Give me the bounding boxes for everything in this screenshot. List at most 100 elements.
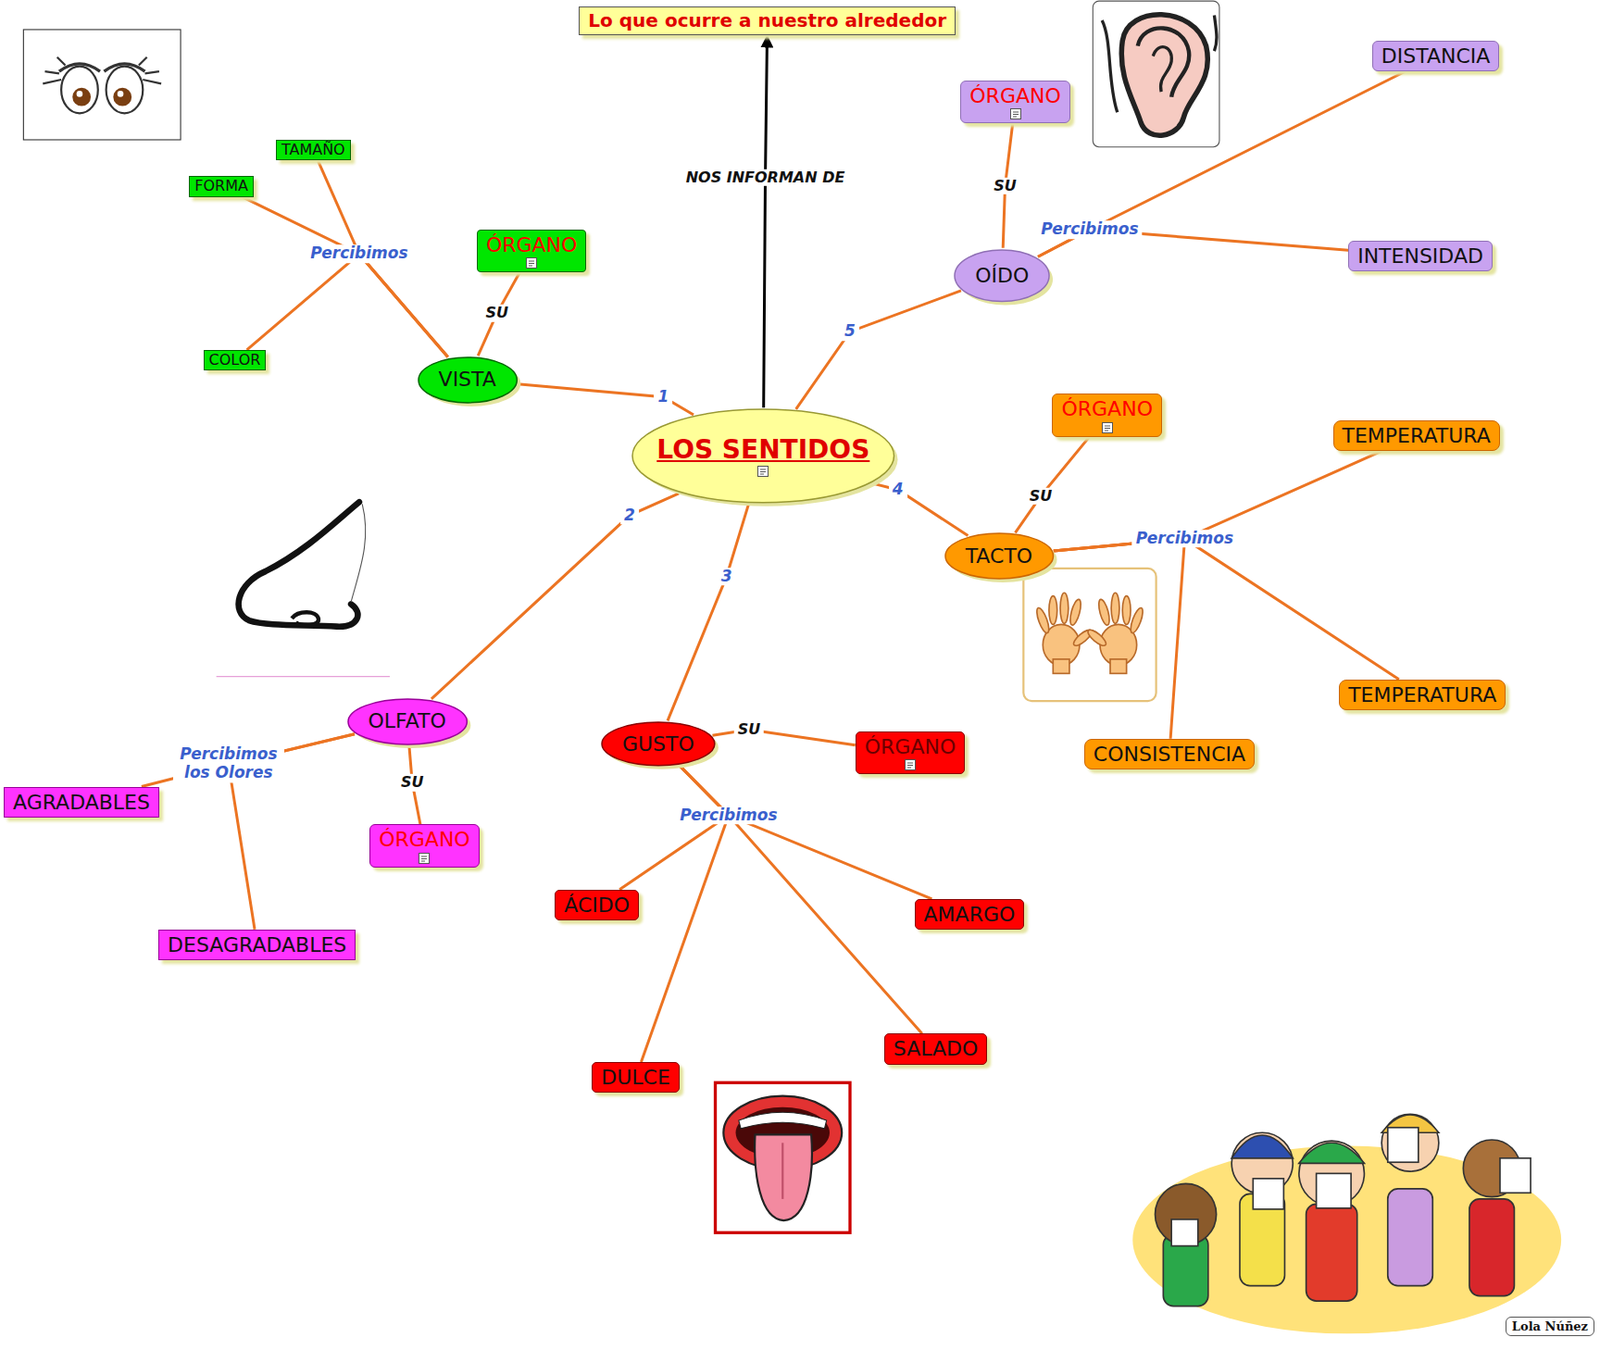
concept-box: FORMA [188, 175, 254, 197]
node-text: TEMPERATURA [1342, 424, 1491, 448]
node-text: TEMPERATURA [1348, 683, 1497, 707]
node-text: FORMA [194, 177, 249, 195]
author-credit: Lola Núñez [1505, 1316, 1595, 1337]
connector-line [1053, 538, 1400, 680]
node-text: LOS SENTIDOS [656, 435, 870, 465]
connector-line [667, 504, 749, 722]
concept-box: SALADO [884, 1033, 988, 1064]
connector-line [796, 290, 962, 410]
concept-box: ÓRGANO [960, 80, 1070, 124]
callout-number: 2 [620, 506, 639, 525]
node-text: DULCE [600, 1065, 671, 1089]
node-text: VISTA [438, 367, 497, 391]
connector-line [431, 493, 679, 700]
concept-box: DESAGRADABLES [158, 929, 356, 961]
sense-ellipse: OÍDO [952, 248, 1051, 304]
node-text: TAMAÑO [281, 141, 346, 159]
sense-ellipse: OLFATO [346, 697, 469, 747]
link-icon [1101, 422, 1113, 434]
connector-line [477, 272, 520, 356]
edge-label: Percibimos [675, 806, 781, 825]
concept-box: DISTANCIA [1372, 40, 1500, 72]
node-text: ÓRGANO [1061, 397, 1152, 421]
node-text: ÁCIDO [563, 893, 630, 917]
callout-number: 5 [840, 322, 860, 341]
connector-line [242, 197, 449, 358]
arrow-connector [763, 35, 768, 409]
children-picture [1132, 1113, 1562, 1334]
concept-box: AMARGO [914, 899, 1025, 930]
edge-label: Percibimos [306, 245, 412, 264]
node-text: OÍDO [975, 263, 1029, 288]
node-text: GUSTO [622, 732, 695, 756]
callout-number: 4 [888, 480, 908, 500]
connector-line [1037, 71, 1405, 257]
node-text: Lo que ocurre a nuestro alrededor [587, 10, 947, 32]
node-text: TACTO [965, 544, 1034, 568]
concept-box: DULCE [591, 1062, 680, 1093]
link-icon [904, 759, 916, 771]
node-text: OLFATO [368, 709, 447, 733]
concept-box: TAMAÑO [275, 139, 351, 161]
node-text: DISTANCIA [1381, 44, 1491, 68]
node-text: DESAGRADABLES [167, 933, 347, 957]
node-text: AMARGO [924, 902, 1016, 926]
sense-ellipse: LOS SENTIDOS [630, 407, 897, 505]
node-text: AGRADABLES [12, 790, 150, 814]
concept-box: CONSISTENCIA [1084, 738, 1255, 770]
connector-line [619, 765, 729, 890]
concept-box: ÓRGANO [369, 824, 479, 867]
sense-ellipse: TACTO [943, 531, 1056, 581]
node-text: ÓRGANO [864, 735, 956, 759]
node-text: SALADO [893, 1037, 979, 1061]
edge-label: Percibimos [1132, 529, 1238, 549]
concept-box: TEMPERATURA [1333, 420, 1500, 451]
edge-label: SU [481, 304, 513, 322]
mouth-picture [715, 1082, 850, 1233]
edge-label: SU [1025, 487, 1057, 504]
edge-label: SU [397, 774, 428, 791]
connector-line [873, 483, 969, 536]
ear-picture [1092, 0, 1220, 148]
concept-box: Lo que ocurre a nuestro alrededor [578, 6, 956, 36]
link-icon [1010, 108, 1022, 120]
link-icon [525, 257, 538, 269]
sense-ellipse: VISTA [416, 355, 519, 405]
sense-ellipse: GUSTO [600, 720, 717, 768]
edge-label: SU [734, 721, 765, 738]
edge-label: NOS INFORMAN DE [682, 169, 850, 187]
edge-label: Percibimos [1037, 220, 1142, 239]
concept-box: AGRADABLES [3, 787, 160, 818]
concept-box: INTENSIDAD [1348, 240, 1493, 272]
hands-picture [1023, 568, 1156, 701]
concept-box: ÁCIDO [554, 889, 639, 921]
concept-box: ÓRGANO [476, 229, 587, 273]
concept-box: ÓRGANO [1051, 393, 1162, 437]
link-icon [418, 852, 430, 864]
link-icon [757, 465, 769, 477]
callout-number: 3 [717, 567, 737, 587]
edge-label: Percibimos los Olores [173, 746, 285, 783]
connector-line [1014, 437, 1089, 534]
node-text: CONSISTENCIA [1093, 742, 1246, 766]
connector-line [247, 253, 449, 357]
connector-line [1053, 538, 1186, 739]
callout-number: 1 [653, 387, 673, 407]
concept-box: COLOR [203, 350, 267, 371]
concept-box: TEMPERATURA [1338, 679, 1506, 711]
node-text: ÓRGANO [486, 233, 577, 257]
connector-line [1053, 450, 1382, 551]
concept-box: ÓRGANO [855, 731, 965, 775]
edge-label: SU [989, 176, 1021, 194]
connector-line [517, 384, 694, 415]
node-text: COLOR [209, 351, 262, 369]
nose-picture [216, 501, 390, 676]
node-text: INTENSIDAD [1357, 244, 1484, 268]
eyes-picture [23, 29, 181, 140]
connector-line [679, 765, 932, 900]
node-text: ÓRGANO [378, 827, 470, 851]
node-text: ÓRGANO [969, 84, 1061, 108]
